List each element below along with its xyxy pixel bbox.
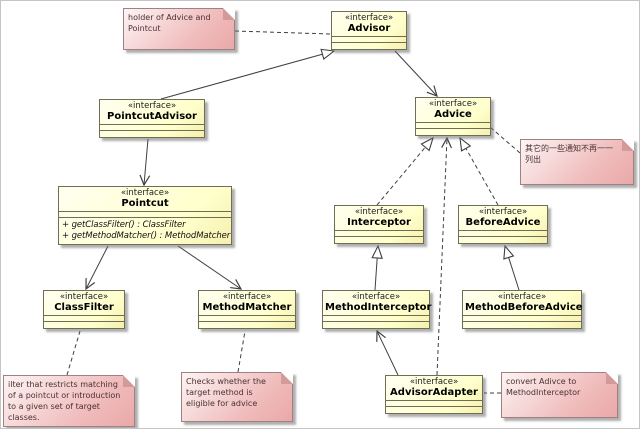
attributes-compartment [335,231,423,237]
generalization-methodinterceptor-interceptor [375,246,378,291]
class-header: «interface» Advice [416,98,490,123]
class-box-pointcut[interactable]: «interface» Pointcut + getClassFilter() … [58,186,232,245]
attributes-compartment [100,125,204,131]
stereotype-label: «interface» [478,207,528,217]
class-box-classfilter[interactable]: «interface» ClassFilter [43,290,125,329]
class-name: MethodBeforeAdvice [465,302,583,313]
stereotype-label: «interface» [409,377,459,387]
class-name: Interceptor [347,217,411,228]
note-text: Checks whether the target method is elig… [186,377,266,408]
class-header: «interface» BeforeAdvice [459,206,547,231]
realization-interceptor-advice [376,138,433,206]
class-name: MethodMatcher [202,302,292,313]
class-box-methodmatcher[interactable]: «interface» MethodMatcher [198,290,296,329]
stereotype-label: «interface» [351,292,401,302]
attributes-compartment [386,401,482,407]
class-box-methodbeforeadvice[interactable]: «interface» MethodBeforeAdvice [462,290,583,329]
operations-compartment [323,322,429,328]
class-name: Advice [434,109,472,120]
class-name: PointcutAdvisor [107,111,197,122]
class-box-interceptor[interactable]: «interface» Interceptor [334,205,424,244]
note-methodmatcher-description[interactable]: Checks whether the target method is elig… [181,372,293,422]
operations-compartment [335,237,423,243]
operations-compartment [100,131,204,137]
stereotype-label: «interface» [428,99,478,109]
class-box-methodinterceptor[interactable]: «interface» MethodInterceptor [322,290,432,329]
class-header: «interface» ClassFilter [44,291,124,316]
realization-beforeadvice-advice [460,138,499,206]
note-text: convert Adivce to MethodInterceptor [506,377,581,397]
class-header: «interface» AdvisorAdapter [386,376,482,401]
operations-compartment [332,43,406,49]
note-holder-of-advice[interactable]: holder of Advice and Pointcut [123,8,235,50]
stereotype-label: «interface» [344,13,394,23]
stereotype-label: «interface» [222,292,272,302]
class-header: «interface» Interceptor [335,206,423,231]
operations-compartment [386,407,482,413]
class-header: «interface» MethodMatcher [199,291,295,316]
class-box-pointcutadvisor[interactable]: «interface» PointcutAdvisor [99,99,205,138]
association-pointcut-classfilter [86,245,109,289]
attributes-compartment [459,231,547,237]
class-header: «interface» PointcutAdvisor [100,100,204,125]
class-name: AdvisorAdapter [390,387,478,398]
class-box-beforeadvice[interactable]: «interface» BeforeAdvice [458,205,548,244]
class-name: ClassFilter [54,302,114,313]
stereotype-label: «interface» [354,207,404,217]
class-box-advisor[interactable]: «interface» Advisor [331,11,407,50]
class-box-advisoradapter[interactable]: «interface» AdvisorAdapter [385,375,483,414]
note-other-advices[interactable]: 其它的一些通知不再一一列出 [520,139,634,185]
attributes-compartment [199,316,295,322]
method-getclassfilter: + getClassFilter() : ClassFilter [62,220,186,230]
association-pointcut-methodmatcher [177,245,241,289]
stereotype-label: «interface» [120,188,170,198]
class-name: Pointcut [121,198,169,209]
note-link-filter-classfilter [66,330,81,376]
note-text: holder of Advice and Pointcut [128,13,211,33]
class-name: Advisor [347,23,391,34]
attributes-compartment [463,316,581,322]
note-link-others-advice [489,126,521,154]
generalization-pointcutadvisor-advisor [160,51,334,100]
class-header: «interface» Pointcut [59,187,231,212]
class-box-advice[interactable]: «interface» Advice [415,97,491,136]
operations-compartment [463,322,581,328]
operations-compartment [416,129,490,135]
class-name: MethodInterceptor [325,302,432,313]
note-text: 其它的一些通知不再一一列出 [525,144,613,164]
association-advisoradapter-methodinterceptor [377,331,399,376]
note-classfilter-description[interactable]: ilter that restricts matching of a point… [3,375,135,427]
note-link-holder-advisor [234,30,331,35]
operations-compartment [199,322,295,328]
note-link-checks-methodmatcher [237,330,246,373]
operations-compartment [44,322,124,328]
attributes-compartment [416,123,490,129]
note-advisoradapter-description[interactable]: convert Adivce to MethodInterceptor [501,372,618,418]
method-getmethodmatcher: + getMethodMatcher() : MethodMatcher [62,231,231,241]
operations-compartment: + getClassFilter() : ClassFilter + getMe… [59,218,231,244]
class-header: «interface» Advisor [332,12,406,37]
stereotype-label: «interface» [59,292,109,302]
dependency-advisoradapter-advice [436,138,447,376]
operations-compartment [459,237,547,243]
attributes-compartment [59,212,231,218]
attributes-compartment [44,316,124,322]
generalization-methodbeforeadvice-beforeadvice [505,246,520,291]
class-name: BeforeAdvice [465,217,541,228]
attributes-compartment [323,316,429,322]
class-header: «interface» MethodInterceptor [323,291,432,316]
class-header: «interface» MethodBeforeAdvice [463,291,583,316]
stereotype-label: «interface» [497,292,547,302]
note-text: ilter that restricts matching of a point… [8,380,121,422]
attributes-compartment [332,37,406,43]
stereotype-label: «interface» [127,101,177,111]
association-pointcutadvisor-pointcut [144,138,148,185]
association-advisor-advice [394,50,437,96]
